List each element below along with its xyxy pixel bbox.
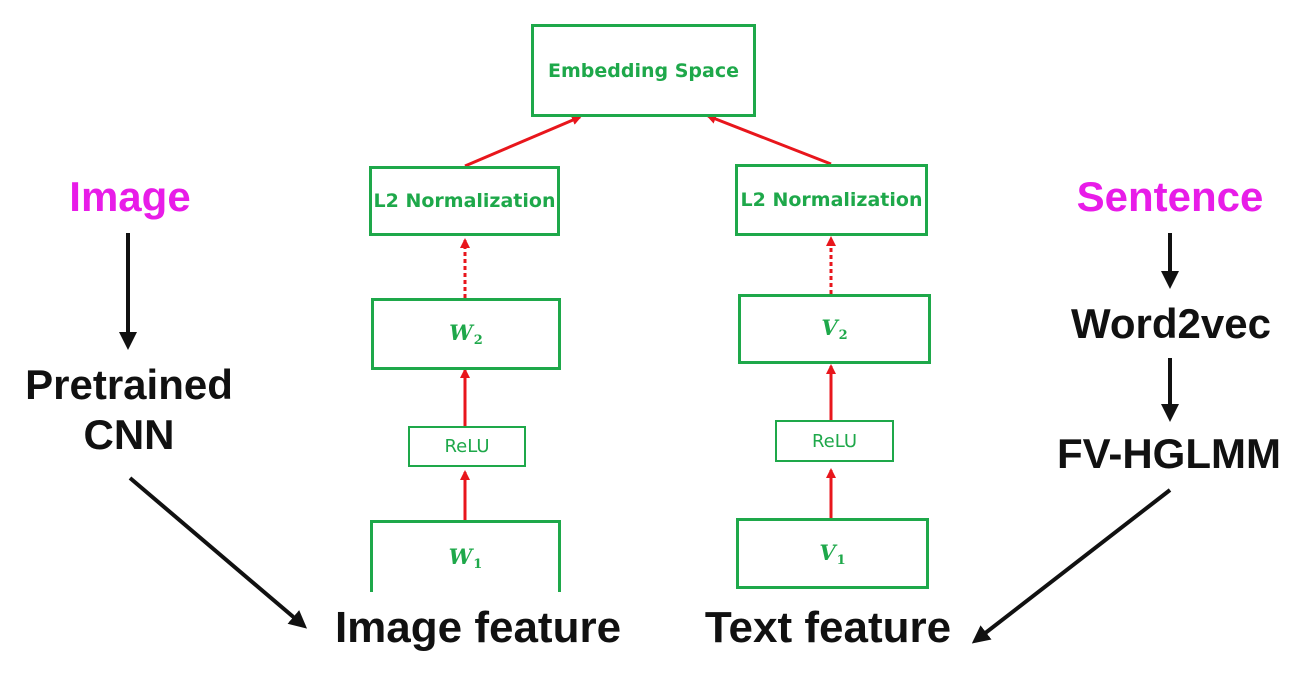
text-feature-label: Text feature <box>704 603 952 652</box>
arrow-norm-embedding-left <box>464 115 582 168</box>
pretrained-cnn-label: Pretrained CNN <box>0 360 258 460</box>
image-relu-box: ReLU <box>408 426 526 467</box>
v2-box: V2 <box>738 294 931 364</box>
arrow-norm-embedding-right <box>706 114 832 166</box>
image-input-label: Image <box>69 173 191 220</box>
embedding-space-label: Embedding Space <box>548 59 739 82</box>
v2-label: V2 <box>821 315 848 343</box>
image-feature-label: Image feature <box>334 603 622 652</box>
image-l2-normalization-label: L2 Normalization <box>373 190 556 212</box>
text-relu-box: ReLU <box>775 420 894 462</box>
text-l2-normalization-box: L2 Normalization <box>735 164 928 236</box>
image-l2-normalization-box: L2 Normalization <box>369 166 560 236</box>
pretrained-cnn-line2: CNN <box>83 411 175 458</box>
arrow-fvhglmm-feature <box>971 488 1172 644</box>
w2-box: W2 <box>371 298 561 370</box>
w1-label: W1 <box>448 543 483 572</box>
v1-label: V1 <box>819 539 846 568</box>
w1-box: W1 <box>370 520 561 592</box>
image-relu-label: ReLU <box>444 436 490 457</box>
text-relu-label: ReLU <box>811 430 858 452</box>
text-l2-normalization-label: L2 Normalization <box>740 189 923 211</box>
fv-hglmm-label: FV-HGLMM <box>1057 430 1281 477</box>
v1-box: V1 <box>736 518 929 589</box>
embedding-space-box: Embedding Space <box>531 24 756 117</box>
arrow-cnn-feature <box>128 476 308 629</box>
w2-label: W2 <box>449 320 483 348</box>
pretrained-cnn-line1: Pretrained <box>25 361 233 408</box>
sentence-input-label: Sentence <box>1076 173 1264 220</box>
word2vec-label: Word2vec <box>1071 300 1271 347</box>
